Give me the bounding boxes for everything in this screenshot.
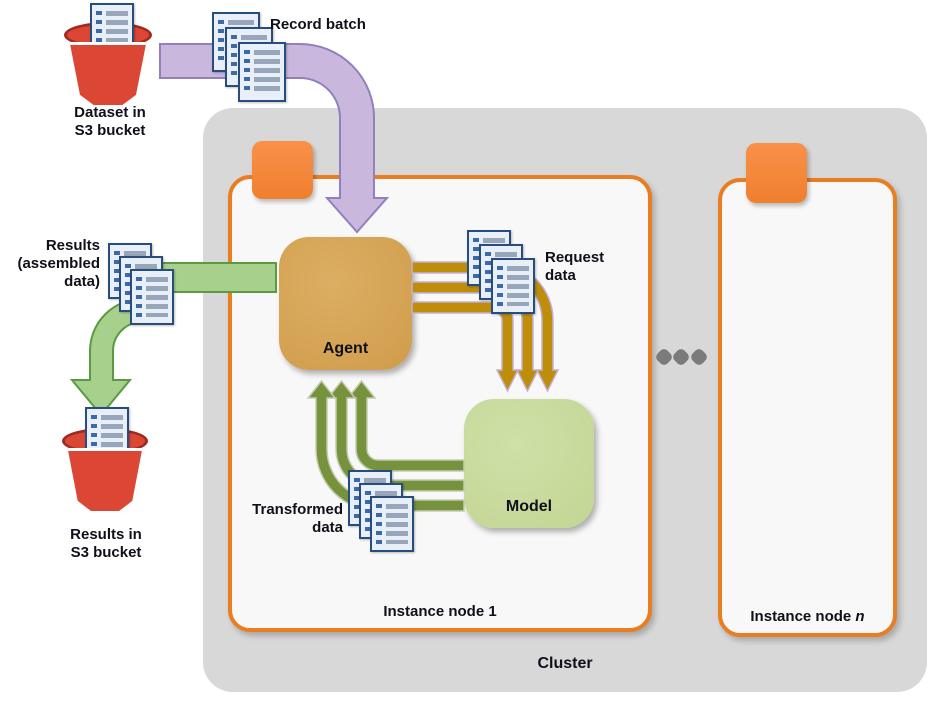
agent-node: Agent: [279, 237, 412, 370]
results-bucket-label: Results in S3 bucket: [70, 526, 142, 561]
instance-icon: [252, 141, 313, 199]
model-node: Model: [464, 399, 594, 528]
instance-node-1-label: Instance node 1: [383, 603, 497, 620]
request-data-label: Request data: [545, 249, 605, 284]
instance-icon: [746, 143, 807, 203]
record-batch-label: Record batch: [270, 16, 366, 33]
model-label: Model: [505, 498, 553, 515]
s3-bucket-icon: [62, 407, 148, 524]
dataset-bucket-label: Dataset in S3 bucket: [74, 104, 146, 139]
cluster-label: Cluster: [537, 655, 593, 672]
transformed-data-label: Transformed data: [252, 501, 343, 536]
instance-node-n-label: Instance node n: [750, 608, 865, 625]
instance-node-n: Instance node n: [718, 178, 897, 637]
results-assembled-label: Results (assembled data): [17, 237, 100, 290]
agent-label: Agent: [322, 340, 369, 357]
s3-bucket-icon: [64, 3, 152, 105]
